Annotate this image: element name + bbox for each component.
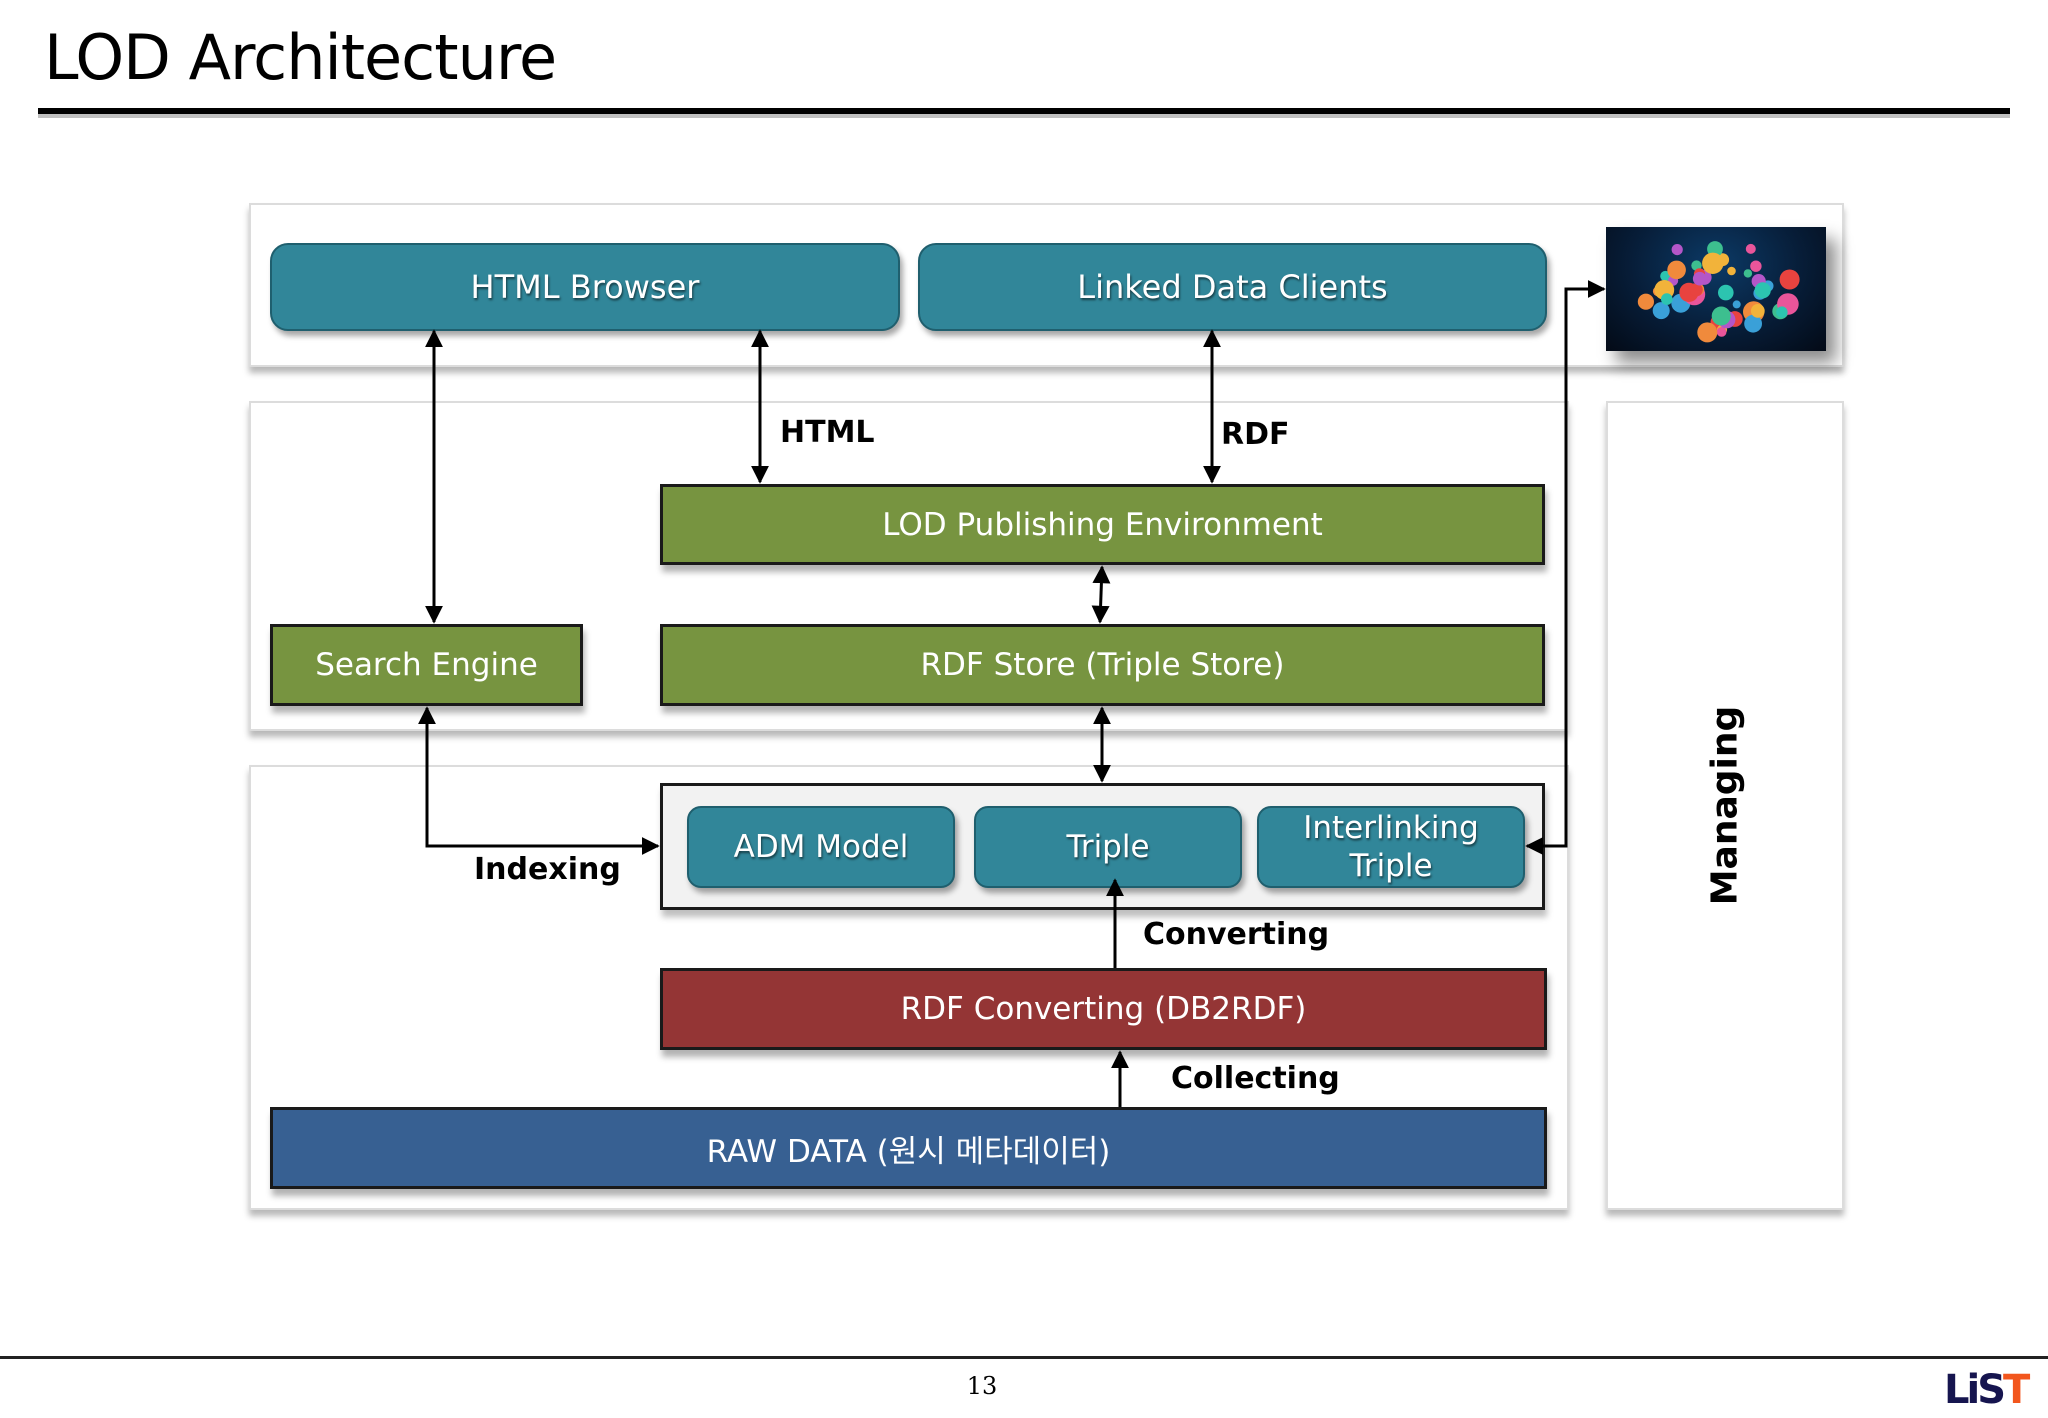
logo-text-accent: T <box>2003 1367 2030 1413</box>
adm-model-box[interactable]: ADM Model <box>687 806 955 888</box>
cloud-node <box>1716 327 1727 337</box>
footer-rule <box>0 1356 2048 1359</box>
logo-text-main: LiS <box>1944 1367 2006 1413</box>
cloud-node <box>1652 302 1670 320</box>
edge-label-rdf: RDF <box>1221 417 1290 452</box>
cloud-node <box>1754 282 1771 299</box>
adm-model-label: ADM Model <box>733 829 909 865</box>
cloud-node <box>1671 244 1683 256</box>
cloud-node <box>1743 269 1753 278</box>
linked-data-cloud-image <box>1606 227 1826 351</box>
cloud-node <box>1697 322 1718 343</box>
raw-data-label: RAW DATA (원시 메타데이터) <box>706 1133 1111 1170</box>
page-number: 13 <box>966 1372 998 1400</box>
cloud-node <box>1702 252 1724 274</box>
raw-data-box[interactable]: RAW DATA (원시 메타데이터) <box>270 1107 1547 1189</box>
interlinking-triple-box[interactable]: Interlinking Triple <box>1257 806 1525 888</box>
edge-label-converting: Converting <box>1143 917 1330 952</box>
cloud-node <box>1727 266 1736 276</box>
cloud-node <box>1776 306 1788 318</box>
cloud-node <box>1750 304 1765 318</box>
cloud-node <box>1661 293 1673 305</box>
managing-panel: Managing <box>1606 401 1844 1210</box>
search-engine-label: Search Engine <box>315 647 538 683</box>
cloud-node <box>1744 314 1762 333</box>
triple-label: Triple <box>1066 829 1150 865</box>
linked-data-cloud-graphic <box>1637 241 1800 343</box>
rdf-store-box[interactable]: RDF Store (Triple Store) <box>660 624 1545 706</box>
html-browser-box[interactable]: HTML Browser <box>270 243 900 331</box>
cloud-node <box>1750 260 1762 272</box>
triple-box[interactable]: Triple <box>974 806 1242 888</box>
edge-label-html: HTML <box>780 415 875 450</box>
title-rule-shadow <box>38 114 2010 118</box>
linked-data-clients-label: Linked Data Clients <box>1077 268 1388 306</box>
managing-label: Managing <box>1704 705 1746 906</box>
cloud-node <box>1711 306 1731 326</box>
lod-publishing-environment-box[interactable]: LOD Publishing Environment <box>660 484 1545 565</box>
search-engine-box[interactable]: Search Engine <box>270 624 583 706</box>
cloud-node <box>1779 269 1800 290</box>
lod-publishing-label: LOD Publishing Environment <box>882 506 1323 543</box>
cloud-node <box>1692 271 1707 286</box>
interlinking-label-line2: Triple <box>1349 848 1433 884</box>
interlinking-label-line1: Interlinking <box>1303 810 1479 846</box>
cloud-node <box>1732 300 1741 309</box>
title-rule <box>38 108 2010 114</box>
linked-data-clients-box[interactable]: Linked Data Clients <box>918 243 1547 331</box>
list-logo: LiST <box>1944 1367 2030 1413</box>
rdf-store-label: RDF Store (Triple Store) <box>920 647 1285 683</box>
cloud-node <box>1691 260 1702 271</box>
html-browser-label: HTML Browser <box>470 268 700 306</box>
edge-label-indexing: Indexing <box>474 852 621 887</box>
rdf-converting-box[interactable]: RDF Converting (DB2RDF) <box>660 968 1547 1050</box>
cloud-node <box>1689 283 1703 297</box>
cloud-node <box>1718 284 1734 301</box>
cloud-node <box>1637 293 1654 310</box>
cloud-node <box>1660 270 1671 282</box>
edge-label-collecting: Collecting <box>1171 1061 1340 1096</box>
slide-title: LOD Architecture <box>44 21 557 94</box>
cloud-node <box>1667 260 1686 280</box>
rdf-converting-label: RDF Converting (DB2RDF) <box>900 991 1307 1027</box>
cloud-node <box>1745 243 1756 254</box>
